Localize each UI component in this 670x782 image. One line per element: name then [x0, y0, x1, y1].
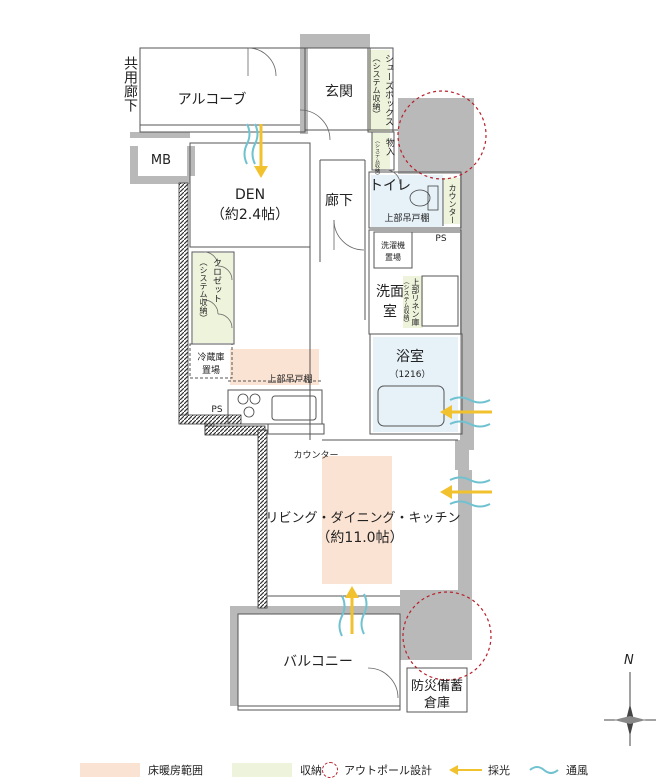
toilet-zone — [371, 175, 443, 227]
outpole-circle-top — [397, 90, 487, 180]
label-balcony: バルコニー — [283, 654, 353, 670]
floor-heating-ldk — [322, 456, 392, 584]
label-shoes-box-sub: （システム収納） — [372, 54, 381, 118]
label-hall: 廊下 — [325, 192, 353, 209]
legend: 床暖房範囲 収納 アウトポール設計 採光 通風 — [0, 756, 670, 782]
outpole-circle-bottom — [402, 591, 492, 681]
label-storage-sub: （システム収納） — [374, 138, 380, 178]
storage-counter-toilet — [444, 178, 460, 224]
compass-icon — [604, 672, 656, 746]
legend-outpole: アウトポール設計 — [322, 762, 432, 778]
storage-linen — [403, 276, 423, 328]
label-bousai2: 倉庫 — [424, 696, 450, 711]
label-ldk-size: （約11.0帖） — [316, 530, 403, 546]
floor-heating-kitchen — [230, 349, 319, 385]
label-corridor-shared: 共用廊下 — [122, 56, 138, 112]
label-washer: 洗濯機 — [381, 240, 405, 250]
label-closet-sub: （システム収納） — [199, 258, 208, 322]
label-ldk: リビング・ダイニング・キッチン — [265, 511, 460, 526]
legend-light-label: 採光 — [488, 764, 510, 777]
legend-floor-heating: 床暖房範囲 — [80, 762, 203, 778]
label-counter: カウンター — [293, 450, 338, 461]
light-arrows — [254, 124, 492, 634]
legend-storage: 収納 — [232, 762, 322, 778]
label-bath-size: （1216） — [390, 369, 431, 380]
legend-wind-label: 通風 — [566, 764, 588, 777]
label-washroom1: 洗面 — [376, 284, 404, 300]
wind-waves — [243, 123, 491, 637]
hatched-walls — [178, 182, 268, 609]
legend-storage-swatch — [232, 763, 292, 777]
legend-storage-label: 収納 — [300, 764, 322, 777]
outpole-legend-icon — [322, 762, 338, 778]
compass-north-label: N — [624, 653, 634, 668]
label-fridge2: 置場 — [202, 364, 220, 376]
label-linen-sub: （システム収納） — [402, 278, 409, 326]
plan-lines — [139, 47, 468, 713]
storage-closet — [193, 253, 233, 343]
label-den: DEN — [235, 187, 265, 203]
label-storage: 物入 — [384, 138, 394, 156]
label-entrance: 玄関 — [325, 83, 353, 100]
wind-wave-icon — [529, 766, 559, 774]
label-closet: クロゼット — [211, 258, 221, 303]
label-toilet: トイレ — [369, 178, 411, 194]
label-alcove: アルコーブ — [178, 91, 247, 108]
toilet-bowl-icon — [409, 185, 439, 211]
label-mb: MB — [151, 153, 171, 168]
label-kitchen-cabinet: 上部吊戸棚 — [267, 373, 312, 385]
storage-mono — [372, 133, 390, 169]
label-den-size: （約2.4帖） — [211, 207, 289, 223]
legend-outpole-label: アウトポール設計 — [344, 764, 432, 777]
stove-icon — [237, 393, 261, 418]
door-swings — [203, 47, 401, 699]
label-washer2: 置場 — [385, 252, 401, 262]
label-bath: 浴室 — [396, 348, 424, 365]
legend-floor-heating-swatch — [80, 763, 140, 777]
label-shoes-box: シューズボックス — [383, 54, 393, 126]
storage-shoes — [368, 50, 390, 132]
label-ps2: PS — [211, 405, 222, 415]
label-counter-toilet: カウンター — [448, 184, 457, 224]
legend-wind: 通風 — [528, 762, 588, 778]
label-upper-cabinet: 上部吊戸棚 — [384, 212, 429, 224]
label-washroom2: 室 — [383, 303, 397, 320]
label-ps1: PS — [435, 234, 446, 244]
light-arrow-icon — [449, 765, 482, 775]
legend-floor-heating-label: 床暖房範囲 — [148, 764, 203, 777]
label-linen: 上部リネン庫 — [411, 278, 420, 326]
label-bousai1: 防災備蓄 — [411, 678, 463, 694]
legend-light: 採光 — [448, 762, 510, 778]
label-fridge: 冷蔵庫 — [197, 351, 224, 363]
structural-walls — [130, 34, 474, 706]
